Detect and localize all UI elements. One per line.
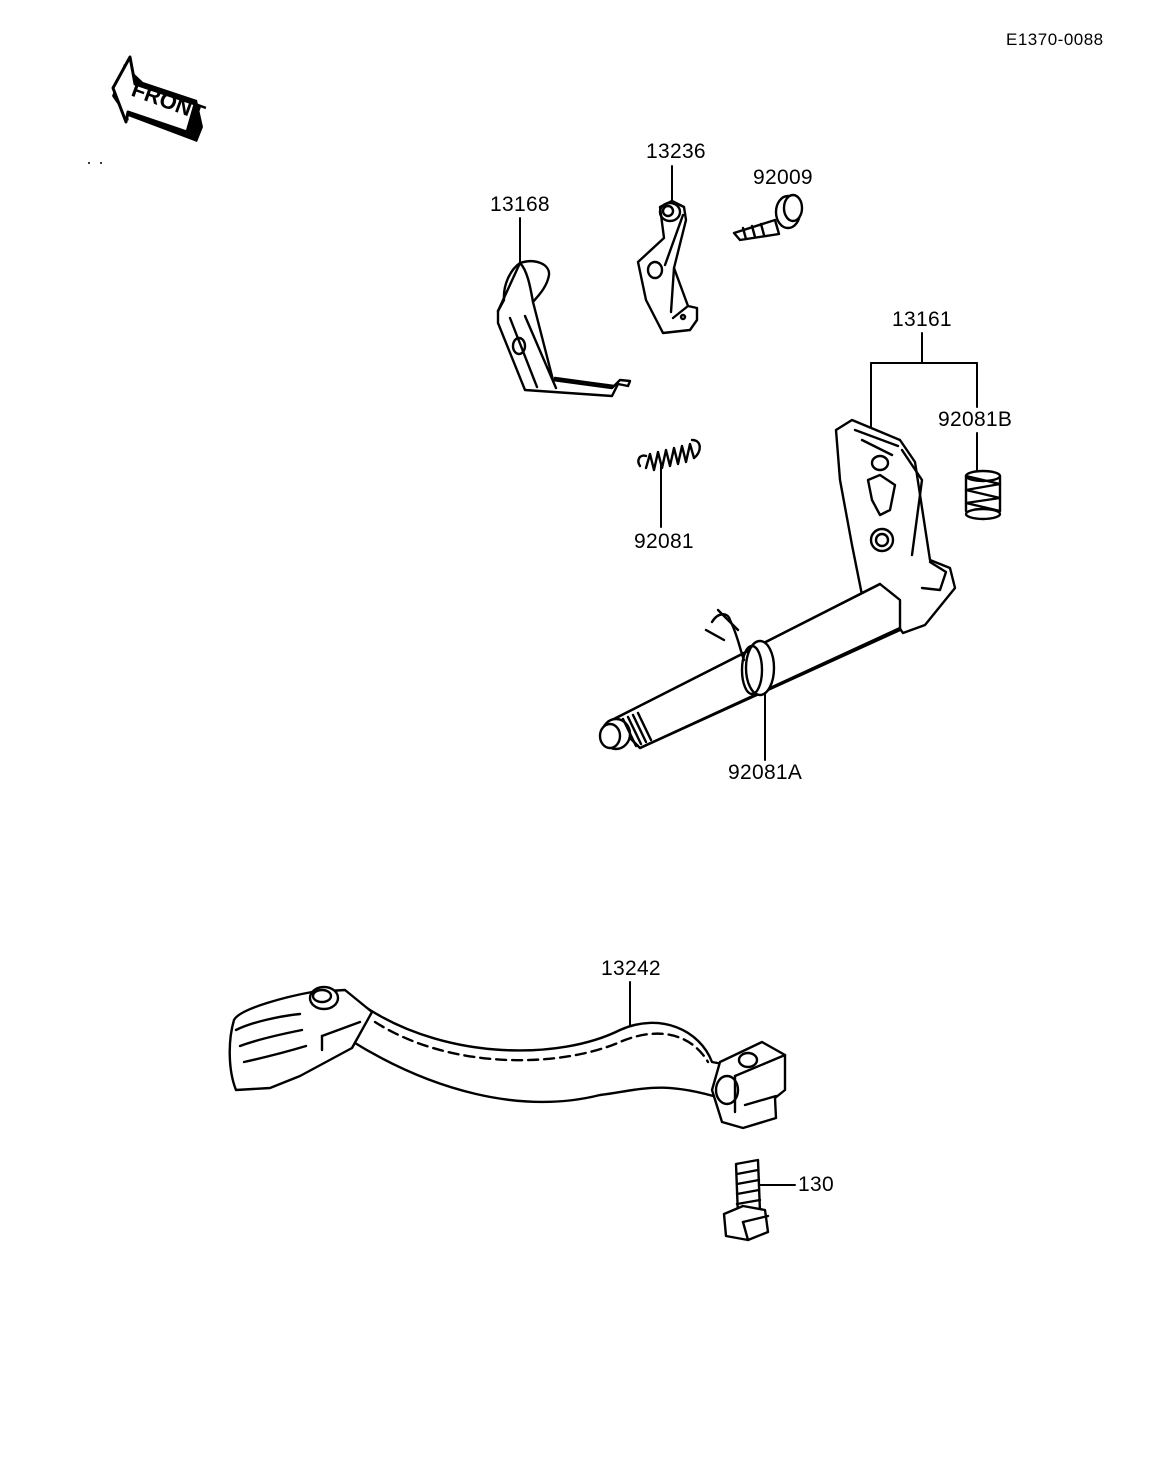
part-label-13168: 13168 (490, 193, 550, 216)
shift-shaft-13161 (598, 418, 957, 751)
lever-13236 (636, 199, 699, 335)
part-label-92081B: 92081B (938, 408, 1013, 431)
bolt-130 (722, 1158, 770, 1242)
front-arrow-icon: FRONT (111, 55, 209, 142)
part-label-130: 130 (798, 1173, 834, 1196)
spring-92081B (964, 469, 1002, 521)
part-label-13161: 13161 (892, 308, 952, 331)
drawing-code: E1370-0088 (1006, 30, 1104, 49)
leader-lines (519, 165, 978, 1186)
bolt-92009 (732, 193, 804, 242)
part-label-13242: 13242 (601, 957, 661, 980)
part-label-92081A: 92081A (728, 761, 803, 784)
part-label-92081: 92081 (634, 530, 694, 553)
part-label-13236: 13236 (646, 140, 706, 163)
bracket-13168 (496, 260, 632, 398)
part-label-92009: 92009 (753, 166, 813, 189)
shift-pedal-13242 (228, 985, 787, 1130)
spring-92081 (637, 438, 701, 472)
